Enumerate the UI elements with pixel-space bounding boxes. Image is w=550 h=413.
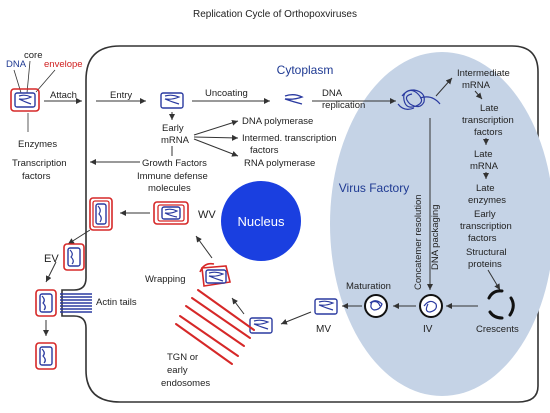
nucleus (221, 181, 301, 261)
tgn-label-3: endosomes (161, 378, 210, 389)
ev-down-arrow (45, 261, 57, 283)
dna-packaging-label: DNA packaging (430, 205, 441, 270)
structural-proteins-label-1: Structural (466, 247, 507, 258)
dna-replication-label-1: DNA (322, 88, 343, 99)
transcription-factors-label-2: factors (22, 171, 51, 182)
immature-virion-icon (419, 294, 443, 318)
early-tf-label-1: Early (474, 209, 496, 220)
to-intermediate-arrow (435, 77, 453, 97)
wv-at-membrane-icon (89, 197, 113, 231)
actin-tail-virion-icon (35, 289, 57, 317)
envelope-pointer (35, 69, 56, 93)
late-mrna-label-2: mRNA (470, 161, 499, 172)
intermed-tf-label-2: factors (250, 145, 279, 156)
early-tf-label-3: factors (468, 233, 497, 244)
virus-factory-label: Virus Factory (339, 181, 409, 195)
rna-polymerase-label: RNA polymerase (244, 158, 315, 169)
early-mrna-label-1: Early (162, 123, 184, 134)
core-label: core (24, 50, 42, 61)
mature-virion-mv-icon (314, 298, 338, 315)
core-after-entry (160, 92, 184, 109)
rna-polymerase-arrow (193, 138, 239, 157)
dna-label: DNA (6, 59, 27, 70)
actin-tails-icon (60, 293, 92, 313)
crescents-label: Crescents (476, 324, 519, 335)
dna-polymerase-label: DNA polymerase (242, 116, 313, 127)
to-late-tf-arrow (474, 90, 483, 100)
core-pointer (26, 60, 31, 94)
intermed-tf-label-1: Intermed. transcription (242, 133, 337, 144)
to-wv-arrow (195, 235, 213, 259)
mv-label: MV (316, 324, 331, 335)
cytoplasm-label: Cytoplasm (277, 63, 334, 77)
maturing-virion-icon (364, 294, 388, 318)
immune-defense-label-2: molecules (148, 183, 191, 194)
iv-label: IV (423, 324, 433, 335)
structural-proteins-label-2: proteins (468, 259, 502, 270)
late-mrna-label-1: Late (474, 149, 493, 160)
intermediate-mrna-label-2: mRNA (462, 80, 491, 91)
ev-label: EV (44, 253, 59, 265)
early-tf-label-2: transcription (460, 221, 512, 232)
released-virion-icon (35, 342, 57, 370)
wrapping-label: Wrapping (145, 274, 186, 285)
concatemer-resolution-label: Concatemer resolution (413, 194, 424, 290)
intermed-tf-arrow (193, 134, 239, 141)
enveloped-virion-entry (10, 88, 40, 112)
wrapping-virion-icon (199, 262, 231, 287)
wv-label: WV (198, 209, 216, 221)
dna-polymerase-arrow (193, 119, 239, 136)
intermediate-mrna-label-1: Intermediate (457, 68, 510, 79)
replicated-dna-tangle (397, 89, 441, 110)
enzymes-label: Enzymes (18, 139, 57, 150)
tgn-label-1: TGN or (167, 352, 198, 363)
mv-near-tgn-icon (249, 317, 273, 334)
tgn-label-2: early (167, 365, 188, 376)
mv-to-membrane-arrow (280, 311, 312, 325)
wv-exit-arrow (67, 229, 91, 245)
nucleus-label: Nucleus (238, 214, 285, 229)
released-dna-icon (284, 94, 304, 105)
late-tf-label-3: factors (474, 127, 503, 138)
actin-tails-label: Actin tails (96, 297, 137, 308)
envelope-label: envelope (44, 59, 83, 70)
early-mrna-label-2: mRNA (161, 135, 190, 146)
late-enzymes-label-2: enzymes (468, 195, 506, 206)
diagram-title: Replication Cycle of Orthopoxviruses (193, 9, 357, 20)
late-tf-label-2: transcription (462, 115, 514, 126)
immune-defense-label-1: Immune defense (137, 171, 208, 182)
dna-pointer (13, 69, 23, 97)
wrapped-virion-wv-icon (153, 201, 189, 225)
maturation-label: Maturation (346, 281, 391, 292)
late-tf-label-1: Late (480, 103, 499, 114)
tgn-membranes (175, 289, 255, 365)
dna-replication-label-2: replication (322, 100, 365, 111)
uncoating-label: Uncoating (205, 88, 248, 99)
transcription-factors-label-1: Transcription (12, 158, 67, 169)
late-enzymes-label-1: Late (476, 183, 495, 194)
to-crescents-arrow (487, 269, 501, 291)
entry-label: Entry (110, 90, 132, 101)
attach-label: Attach (50, 90, 77, 101)
extracellular-virion-ev-icon (63, 243, 85, 271)
growth-factors-label: Growth Factors (142, 158, 207, 169)
crescents-icon (487, 289, 515, 320)
to-wrapping-arrow (231, 297, 245, 315)
